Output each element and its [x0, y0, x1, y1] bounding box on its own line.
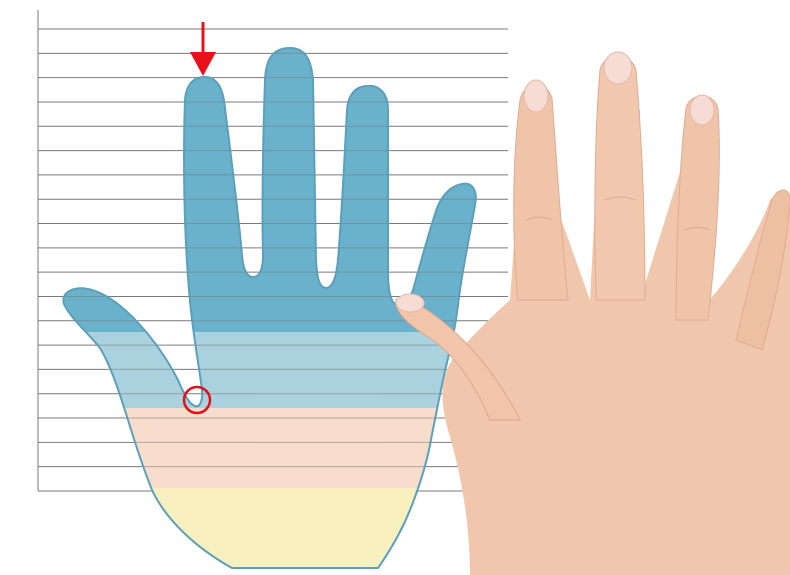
nail-index — [524, 80, 548, 112]
nail-ring — [690, 95, 714, 125]
nail-thumb — [396, 294, 424, 312]
hand-photo-finger-middle — [595, 56, 645, 300]
hand-photo-finger-index — [514, 84, 568, 300]
nail-middle — [604, 52, 632, 84]
fingertip-arrow — [190, 22, 216, 76]
hand-photo-finger-ring — [676, 96, 719, 320]
